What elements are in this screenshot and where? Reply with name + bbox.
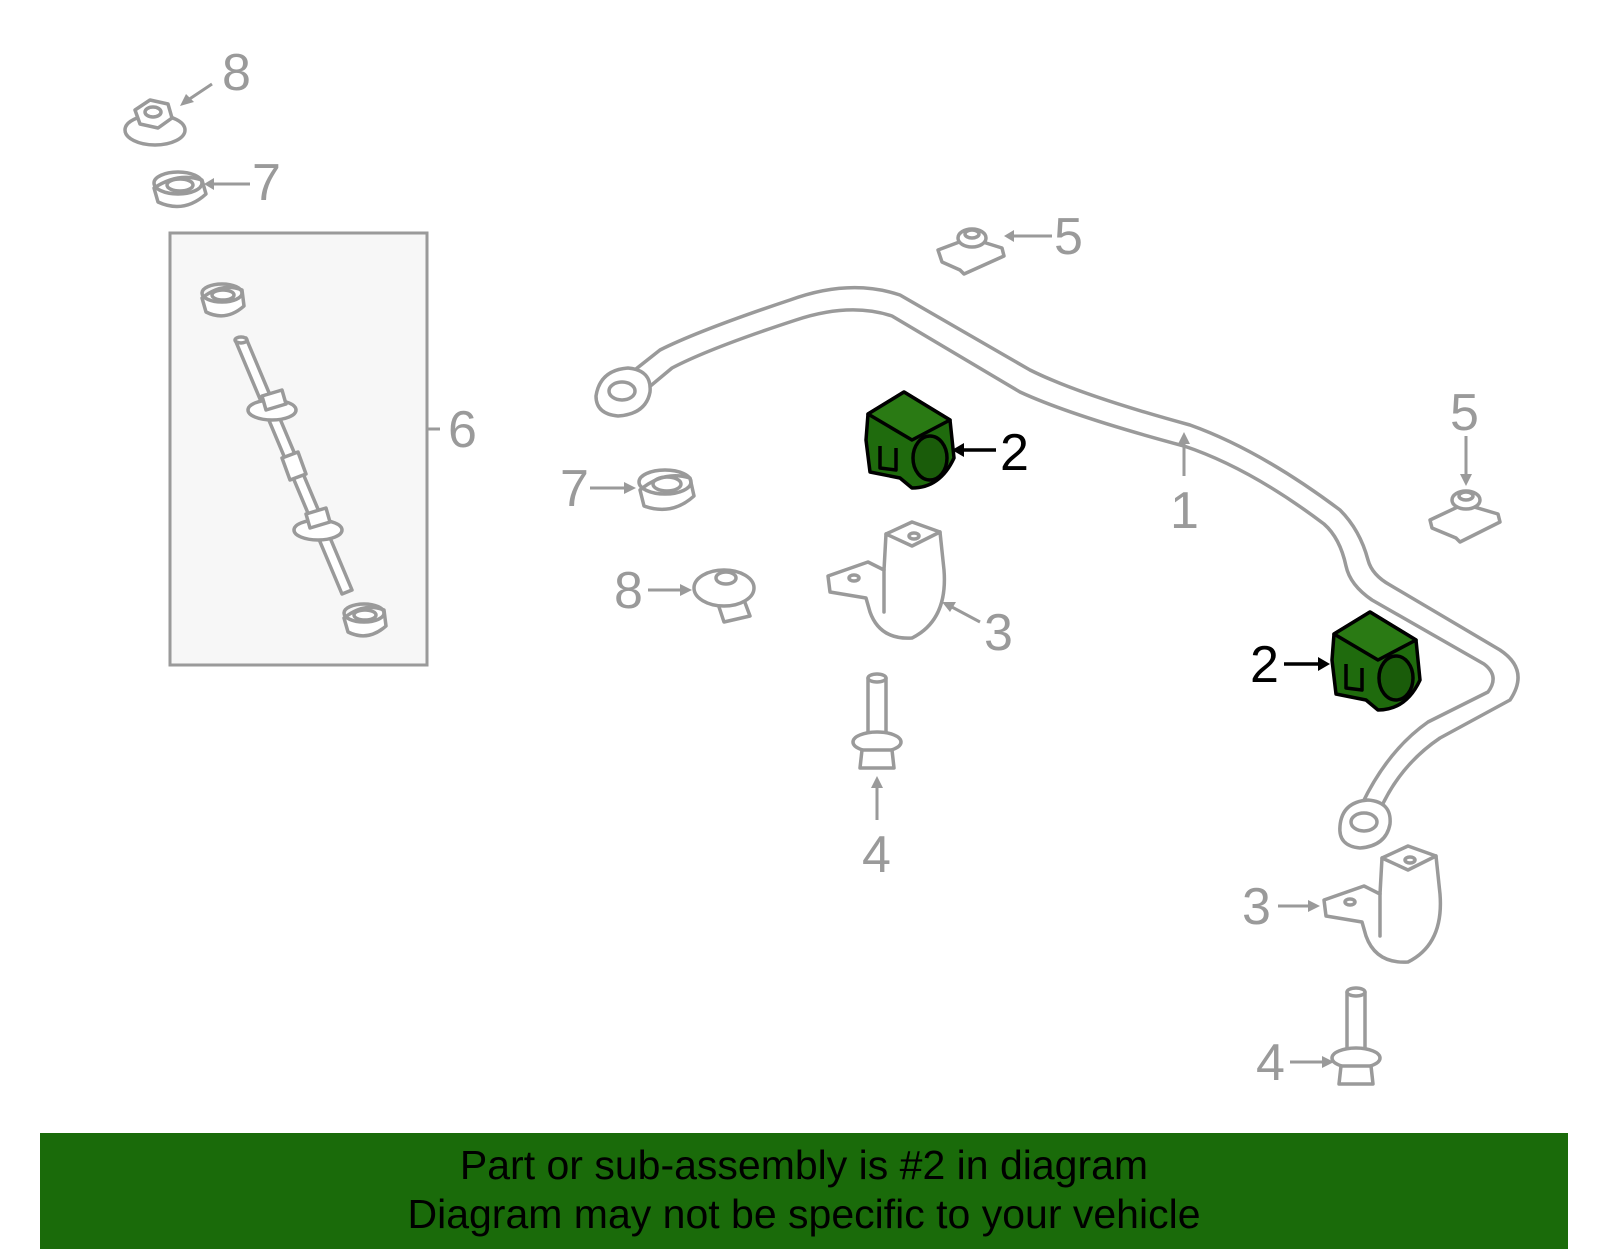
callout-3-mid: 3 — [984, 604, 1013, 662]
arrowhead-4-mid — [871, 776, 883, 788]
arrowhead-8-top — [180, 94, 194, 106]
arrowhead-5-top — [1004, 230, 1014, 242]
stabilizer-link[interactable] — [200, 282, 388, 638]
arrowhead-1 — [1178, 432, 1190, 444]
callout-2-left: 2 — [1000, 424, 1029, 482]
callout-4-right: 4 — [1256, 1034, 1285, 1092]
stabilizer-bar-part-1[interactable] — [594, 285, 1520, 850]
arrowhead-7-mid — [624, 482, 636, 494]
callout-6: 6 — [448, 401, 477, 459]
bracket-part-3-mid[interactable] — [826, 520, 947, 640]
bushing-part-2-right[interactable] — [1330, 610, 1422, 712]
callout-5-top: 5 — [1054, 208, 1083, 266]
nut-part-8-mid[interactable] — [692, 568, 756, 624]
callout-1: 1 — [1170, 482, 1199, 540]
callout-7-mid: 7 — [560, 460, 589, 518]
arrowhead-5-right — [1460, 474, 1472, 486]
washer-part-7-top[interactable] — [152, 170, 208, 209]
callout-8-top: 8 — [222, 44, 251, 102]
washer-part-7-mid[interactable] — [637, 468, 696, 512]
arrowhead-7-top — [204, 178, 214, 190]
arrow-3-mid — [949, 604, 981, 624]
arrowhead-2-left — [952, 443, 964, 457]
clip-nut-part-5-right[interactable] — [1428, 489, 1502, 544]
bracket-part-3-right[interactable] — [1322, 844, 1443, 964]
arrow-8-top — [187, 82, 213, 102]
arrowhead-8-mid — [680, 584, 692, 596]
callout-7-top: 7 — [252, 154, 281, 212]
arrowhead-3-right — [1308, 900, 1320, 912]
bolt-part-4-mid[interactable] — [851, 672, 903, 770]
arrowhead-2-right — [1318, 657, 1330, 671]
banner-line-2: Diagram may not be specific to your vehi… — [407, 1191, 1201, 1237]
bushing-part-2-left[interactable] — [864, 390, 956, 490]
callout-5-right: 5 — [1450, 384, 1479, 442]
callout-4-mid: 4 — [862, 826, 891, 884]
callout-3-right: 3 — [1242, 878, 1271, 936]
arrowhead-3-mid — [942, 602, 956, 612]
clip-nut-part-5-top[interactable] — [936, 227, 1006, 276]
nut-part-8-top[interactable] — [123, 98, 187, 147]
banner-line-1: Part or sub-assembly is #2 in diagram — [459, 1142, 1149, 1188]
arrowhead-4-right — [1322, 1056, 1334, 1068]
info-banner: Part or sub-assembly is #2 in diagram Di… — [40, 1133, 1568, 1249]
bolt-part-4-right[interactable] — [1330, 986, 1382, 1086]
callout-8-mid: 8 — [614, 562, 643, 620]
callout-2-right: 2 — [1250, 636, 1279, 694]
